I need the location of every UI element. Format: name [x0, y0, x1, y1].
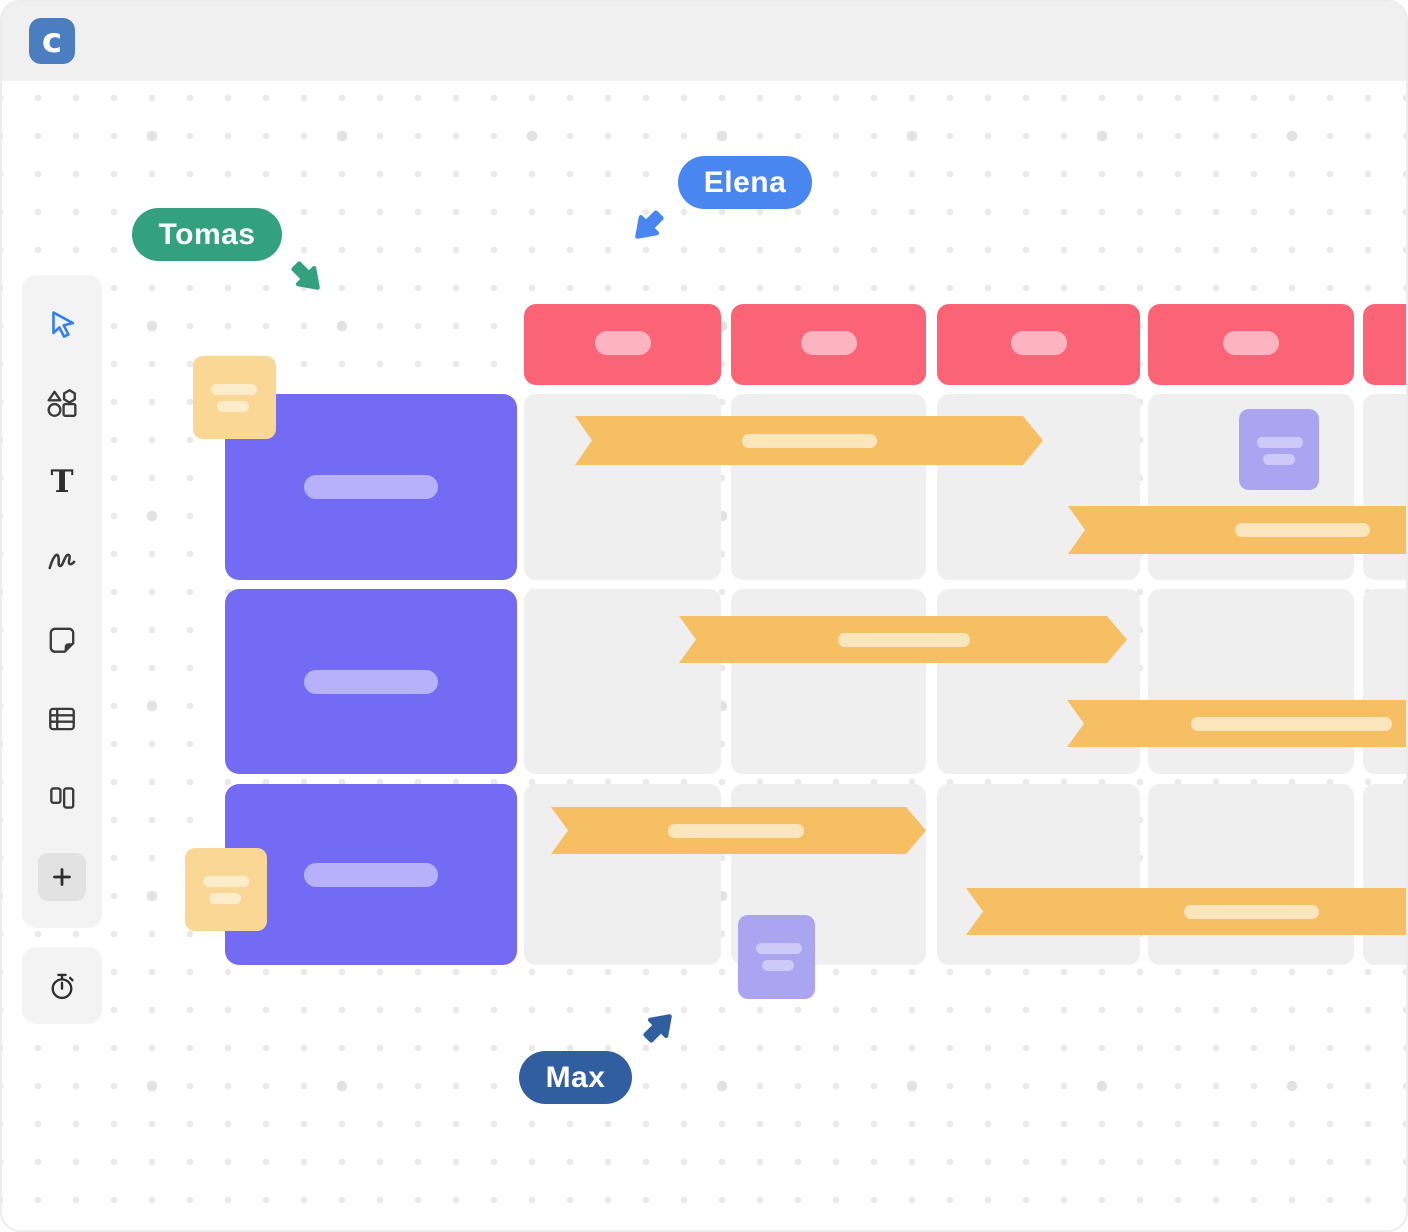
top-bar: c	[2, 2, 1406, 81]
stopwatch-icon	[51, 973, 74, 999]
sticky-note-yellow[interactable]	[193, 356, 276, 439]
shapes-icon	[47, 389, 77, 417]
timer-button[interactable]	[38, 962, 86, 1010]
placeholder-line	[211, 384, 257, 395]
collaborator-name: Tomas	[158, 217, 256, 251]
collaborator-cursor-max	[631, 999, 688, 1056]
collaborator-cursor-tomas	[279, 249, 336, 306]
row-label-card[interactable]	[225, 589, 517, 774]
collaborator-label-max: Max	[519, 1051, 632, 1104]
shapes-tool-button[interactable]	[38, 379, 86, 427]
sticky-note-tool-button[interactable]	[38, 616, 86, 664]
placeholder-pill	[800, 331, 857, 355]
timeline-bar[interactable]	[551, 807, 926, 854]
placeholder-line	[756, 943, 802, 954]
placeholder-pill	[1223, 331, 1279, 355]
board-header-cell[interactable]	[1148, 304, 1354, 385]
app-logo[interactable]: c	[29, 18, 75, 64]
placeholder-pill	[1010, 331, 1067, 355]
timer-panel	[22, 947, 102, 1024]
placeholder-pill	[742, 434, 877, 448]
table-tool-button[interactable]	[38, 695, 86, 743]
placeholder-pill	[304, 862, 438, 887]
text-icon: T	[50, 463, 74, 500]
kanban-icon	[50, 787, 75, 809]
add-tool-button[interactable]	[38, 853, 86, 901]
board-header-cell[interactable]	[524, 304, 721, 385]
placeholder-line	[1257, 437, 1303, 448]
draw-tool-button[interactable]	[38, 537, 86, 585]
board-cell[interactable]	[937, 784, 1140, 965]
timeline-bar[interactable]	[575, 416, 1043, 465]
sticky-note-purple[interactable]	[738, 915, 815, 999]
timeline-bar[interactable]	[966, 888, 1406, 935]
toolbar: T	[22, 275, 102, 928]
table-icon	[49, 707, 75, 731]
sticky-note-purple[interactable]	[1239, 409, 1319, 490]
placeholder-line	[217, 401, 249, 412]
placeholder-pill	[1235, 523, 1370, 537]
sticky-note-yellow[interactable]	[185, 848, 267, 931]
timeline-bar[interactable]	[1067, 700, 1406, 747]
collaborator-name: Max	[545, 1060, 606, 1094]
board-cell[interactable]	[1363, 784, 1406, 965]
placeholder-pill	[668, 824, 804, 838]
cursor-icon	[52, 311, 75, 338]
plus-icon	[53, 868, 71, 886]
collaborator-label-elena: Elena	[678, 156, 812, 209]
sticky-note-icon	[49, 627, 75, 653]
row-label-card[interactable]	[225, 784, 517, 965]
collaborator-label-tomas: Tomas	[132, 208, 282, 261]
placeholder-pill	[1184, 905, 1319, 919]
board-cell[interactable]	[1148, 784, 1354, 965]
board-header-cell[interactable]	[1363, 304, 1406, 385]
timeline-bar[interactable]	[679, 616, 1127, 663]
placeholder-pill	[838, 633, 970, 647]
placeholder-pill	[304, 669, 438, 694]
collaborator-cursor-elena	[620, 198, 677, 255]
select-tool-button[interactable]	[38, 300, 86, 348]
cursor-arrow-icon	[635, 210, 664, 239]
board-header-cell[interactable]	[937, 304, 1140, 385]
text-tool-button[interactable]: T	[38, 458, 86, 506]
kanban-tool-button[interactable]	[38, 774, 86, 822]
timeline-bar[interactable]	[1068, 506, 1406, 554]
board-header-cell[interactable]	[731, 304, 926, 385]
placeholder-pill	[594, 331, 651, 355]
placeholder-line	[762, 960, 794, 971]
placeholder-line	[1263, 454, 1295, 465]
placeholder-pill	[1191, 717, 1392, 731]
app-logo-letter: c	[41, 21, 63, 61]
placeholder-line	[203, 876, 249, 887]
cursor-arrow-icon	[643, 1014, 672, 1043]
collaborator-name: Elena	[703, 165, 787, 199]
placeholder-line	[209, 893, 241, 904]
cursor-arrow-icon	[291, 261, 320, 290]
scribble-icon	[48, 553, 76, 570]
placeholder-pill	[304, 475, 438, 499]
